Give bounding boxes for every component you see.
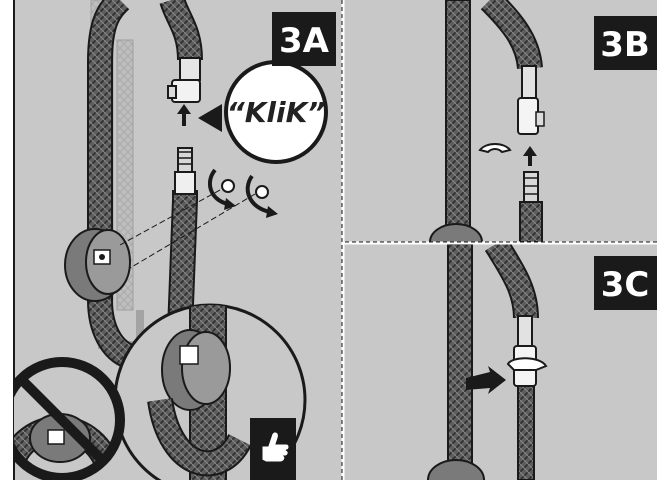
panel-3a: “KliK” <box>13 0 342 480</box>
panel-3c: 3C <box>344 244 657 480</box>
arrow-up-icon <box>177 104 191 126</box>
quick-connector-male <box>174 147 196 195</box>
step-label-3c-text: 3C <box>601 265 650 305</box>
hose-clamp <box>64 228 131 302</box>
step-label-3a: 3A <box>272 12 336 66</box>
step-label-3a-text: 3A <box>279 21 330 61</box>
klik-callout: “KliK” <box>198 60 328 164</box>
thumbs-up-icon <box>250 418 296 480</box>
assembly-guides <box>119 189 256 269</box>
arrow-up-icon <box>523 146 537 166</box>
quick-connector-female-3b <box>517 65 545 135</box>
prohibition-icon <box>14 357 125 480</box>
step-label-3b: 3B <box>594 16 657 70</box>
quick-connector-assembled <box>506 315 548 480</box>
retaining-clip <box>478 143 512 154</box>
upper-hose <box>161 0 201 61</box>
quick-connector-male-3b <box>519 171 543 242</box>
quick-connector-female <box>167 57 201 103</box>
step-label-3b-text: 3B <box>600 25 650 65</box>
rotate-arrow-icon <box>207 168 278 218</box>
panel-dividers <box>341 0 657 480</box>
panel-3b: 3B <box>344 0 657 242</box>
klik-text: “KliK” <box>227 96 326 129</box>
step-label-3c: 3C <box>594 256 657 310</box>
arrow-right-icon <box>466 366 506 394</box>
